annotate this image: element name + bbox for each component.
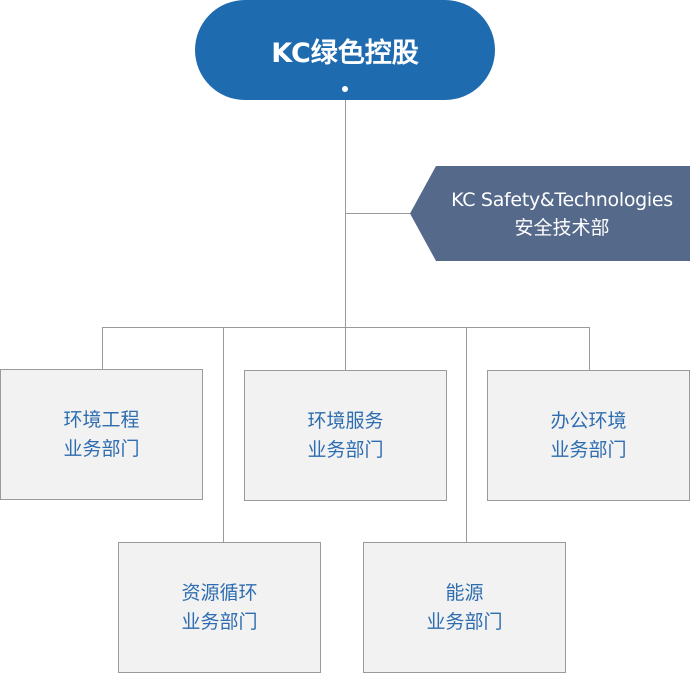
trunk-connector bbox=[345, 92, 346, 328]
unit-drop-connector-5 bbox=[466, 327, 467, 543]
side-branch-connector bbox=[345, 213, 411, 214]
unit-label-line1: 能源 bbox=[445, 581, 484, 604]
unit-label-line2: 业务部门 bbox=[550, 438, 627, 461]
unit-label-line2: 业务部门 bbox=[307, 438, 384, 461]
unit-drop-connector-3 bbox=[589, 327, 590, 370]
unit-label-line2: 业务部门 bbox=[181, 610, 258, 633]
unit-drop-connector-2 bbox=[345, 327, 346, 370]
unit-label-line1: 办公环境 bbox=[550, 409, 627, 432]
unit-label-line2: 业务部门 bbox=[63, 437, 140, 460]
root-anchor-dot bbox=[342, 86, 348, 92]
side-department-name-zh: 安全技术部 bbox=[514, 216, 610, 239]
unit-drop-connector-1 bbox=[102, 327, 103, 370]
unit-resource-recycling: 资源循环 业务部门 bbox=[118, 542, 321, 673]
unit-office-environment: 办公环境 业务部门 bbox=[487, 370, 690, 501]
root-node: KC绿色控股 bbox=[195, 0, 495, 100]
side-department-node: KC Safety&Technologies 安全技术部 bbox=[410, 166, 690, 261]
unit-environmental-services: 环境服务 业务部门 bbox=[244, 370, 447, 501]
unit-energy: 能源 业务部门 bbox=[363, 542, 566, 673]
root-label: KC绿色控股 bbox=[271, 37, 419, 69]
unit-label-line1: 资源循环 bbox=[181, 581, 258, 604]
unit-drop-connector-4 bbox=[223, 327, 224, 543]
unit-environmental-engineering: 环境工程 业务部门 bbox=[0, 369, 203, 500]
unit-label-line1: 环境服务 bbox=[307, 409, 384, 432]
unit-label-line1: 环境工程 bbox=[63, 408, 140, 431]
side-department-name-en: KC Safety&Technologies bbox=[451, 188, 673, 211]
unit-label-line2: 业务部门 bbox=[426, 610, 503, 633]
